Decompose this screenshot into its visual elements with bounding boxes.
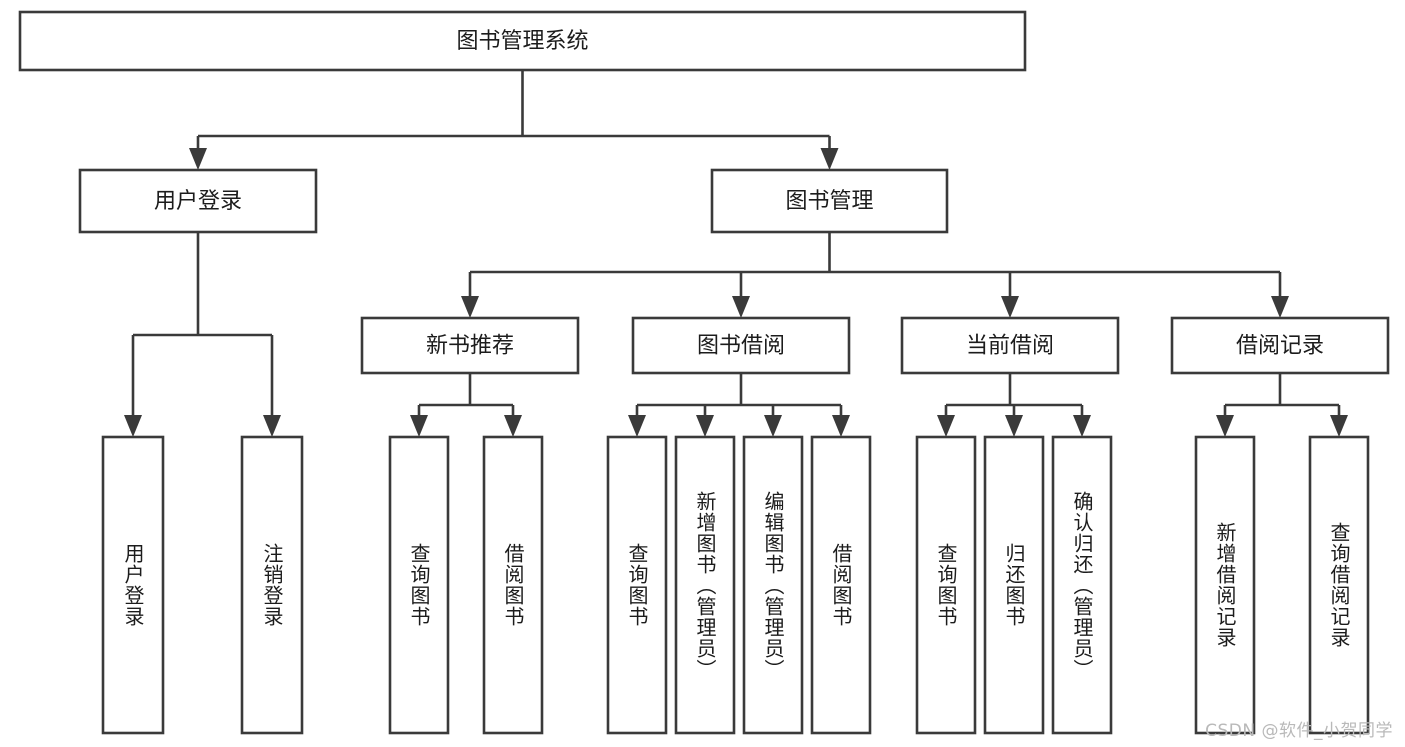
node-box-leaf-borrow-book-1[interactable] bbox=[482, 435, 544, 735]
csdn-watermark: CSDN @软件_小贺同学 bbox=[1205, 721, 1393, 741]
connector-current_borrow-to-leaves bbox=[937, 373, 1091, 437]
connector-root-to-level1 bbox=[189, 70, 839, 170]
node-box-book-borrow[interactable] bbox=[631, 316, 851, 375]
node-box-leaf-edit-book[interactable] bbox=[742, 435, 804, 735]
node-box-root[interactable] bbox=[18, 10, 1027, 72]
node-label-book-manage: 图书管理 bbox=[785, 189, 873, 214]
connector-user_login-to-leaves bbox=[124, 232, 281, 437]
connector-borrow_record-to-leaves bbox=[1216, 373, 1348, 437]
node-label-new-book-rec: 新书推荐 bbox=[426, 334, 514, 359]
node-label-borrow-record: 借阅记录 bbox=[1236, 334, 1324, 359]
node-label-book-borrow: 图书借阅 bbox=[697, 334, 785, 359]
node-label-root: 图书管理系统 bbox=[456, 29, 588, 54]
node-box-leaf-user-login[interactable] bbox=[101, 435, 165, 735]
connector-book_manage-to-level2 bbox=[461, 232, 1289, 318]
node-box-leaf-query-book-2[interactable] bbox=[606, 435, 668, 735]
node-label-current-borrow: 当前借阅 bbox=[966, 334, 1054, 359]
node-box-leaf-query-book-3[interactable] bbox=[915, 435, 977, 735]
nodes-layer bbox=[18, 10, 1390, 735]
node-box-leaf-query-record[interactable] bbox=[1308, 435, 1370, 735]
connector-book_borrow-to-leaves bbox=[628, 373, 850, 437]
node-box-user-login[interactable] bbox=[78, 168, 318, 234]
node-box-borrow-record[interactable] bbox=[1170, 316, 1390, 375]
connector-new_book_rec-to-leaves bbox=[410, 373, 522, 437]
node-box-leaf-add-book[interactable] bbox=[674, 435, 736, 735]
connectors-layer bbox=[124, 70, 1348, 437]
node-box-leaf-add-record[interactable] bbox=[1194, 435, 1256, 735]
node-box-new-book-rec[interactable] bbox=[360, 316, 580, 375]
node-box-leaf-query-book-1[interactable] bbox=[388, 435, 450, 735]
node-box-leaf-confirm-return[interactable] bbox=[1051, 435, 1113, 735]
node-box-book-manage[interactable] bbox=[710, 168, 949, 234]
node-box-leaf-return-book[interactable] bbox=[983, 435, 1045, 735]
node-box-leaf-borrow-book-2[interactable] bbox=[810, 435, 872, 735]
node-box-leaf-logout[interactable] bbox=[240, 435, 304, 735]
node-box-current-borrow[interactable] bbox=[900, 316, 1120, 375]
node-label-user-login: 用户登录 bbox=[154, 189, 242, 214]
